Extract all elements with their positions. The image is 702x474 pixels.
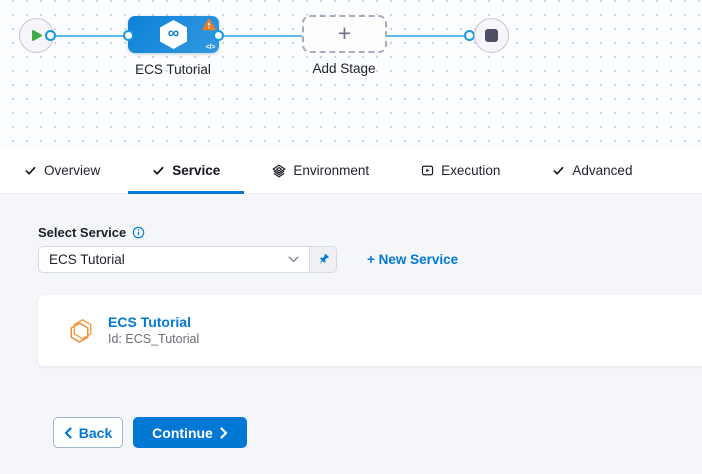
tab-overview[interactable]: Overview — [0, 148, 124, 193]
continue-button-label: Continue — [152, 424, 213, 441]
stage-tabs: Overview Service Environment Execution — [0, 148, 702, 194]
play-icon — [32, 30, 42, 41]
tab-label: Environment — [293, 163, 370, 178]
service-card-ecs-tutorial[interactable]: ECS Tutorial Id: ECS_Tutorial — [38, 295, 702, 366]
pipeline-canvas[interactable]: ∞ </> ECS Tutorial + Add Stage — [0, 0, 702, 148]
stop-icon — [485, 29, 498, 42]
stage-in-port — [123, 30, 134, 41]
stage-node-ecs-tutorial[interactable]: ∞ </> — [128, 16, 219, 53]
layers-diamond-icon — [272, 164, 286, 177]
continue-button[interactable]: Continue — [133, 417, 247, 448]
tab-label: Execution — [441, 163, 501, 178]
tab-label: Advanced — [572, 163, 633, 178]
plus-icon: + — [337, 19, 352, 46]
check-icon — [553, 166, 564, 175]
start-node-port — [45, 30, 56, 41]
tab-service[interactable]: Service — [128, 148, 245, 194]
service-select-value: ECS Tutorial — [49, 252, 125, 267]
back-button-label: Back — [78, 424, 113, 441]
check-icon — [153, 166, 164, 175]
service-select-input[interactable]: ECS Tutorial — [38, 246, 310, 273]
chevron-down-icon — [288, 256, 299, 263]
pipeline-end-node — [474, 18, 509, 53]
connector-edge — [219, 34, 304, 37]
chevron-right-icon — [220, 426, 227, 439]
tab-label: Overview — [44, 163, 101, 178]
pin-service-button[interactable] — [309, 246, 337, 273]
tab-execution[interactable]: Execution — [397, 148, 524, 193]
service-card-name[interactable]: ECS Tutorial — [108, 314, 191, 330]
add-stage-button[interactable]: + — [302, 15, 387, 53]
stage-warning-icon[interactable] — [202, 18, 216, 31]
service-hexagon-icon — [70, 319, 92, 343]
tab-environment[interactable]: Environment — [248, 148, 393, 193]
new-service-link[interactable]: + New Service — [367, 252, 459, 267]
select-service-label: Select Service — [38, 225, 145, 240]
select-service-label-text: Select Service — [38, 225, 127, 240]
connector-edge — [50, 34, 128, 37]
play-box-icon — [421, 165, 434, 176]
chevron-left-icon — [64, 426, 72, 439]
service-tab-panel: Select Service ECS Tutorial — [0, 194, 702, 474]
service-card-id: Id: ECS_Tutorial — [108, 332, 200, 346]
stage-out-port[interactable] — [213, 30, 224, 41]
back-button[interactable]: Back — [53, 417, 123, 448]
code-view-icon: </> — [205, 42, 216, 51]
stage-node-label: ECS Tutorial — [135, 62, 211, 77]
add-stage-label: Add Stage — [312, 61, 376, 76]
connector-edge — [387, 34, 467, 37]
tab-advanced[interactable]: Advanced — [528, 148, 656, 193]
check-icon — [25, 166, 36, 175]
info-icon[interactable] — [132, 226, 145, 239]
pin-icon — [319, 253, 329, 264]
harness-cd-icon: ∞ — [160, 20, 187, 49]
tab-label: Service — [172, 163, 221, 178]
